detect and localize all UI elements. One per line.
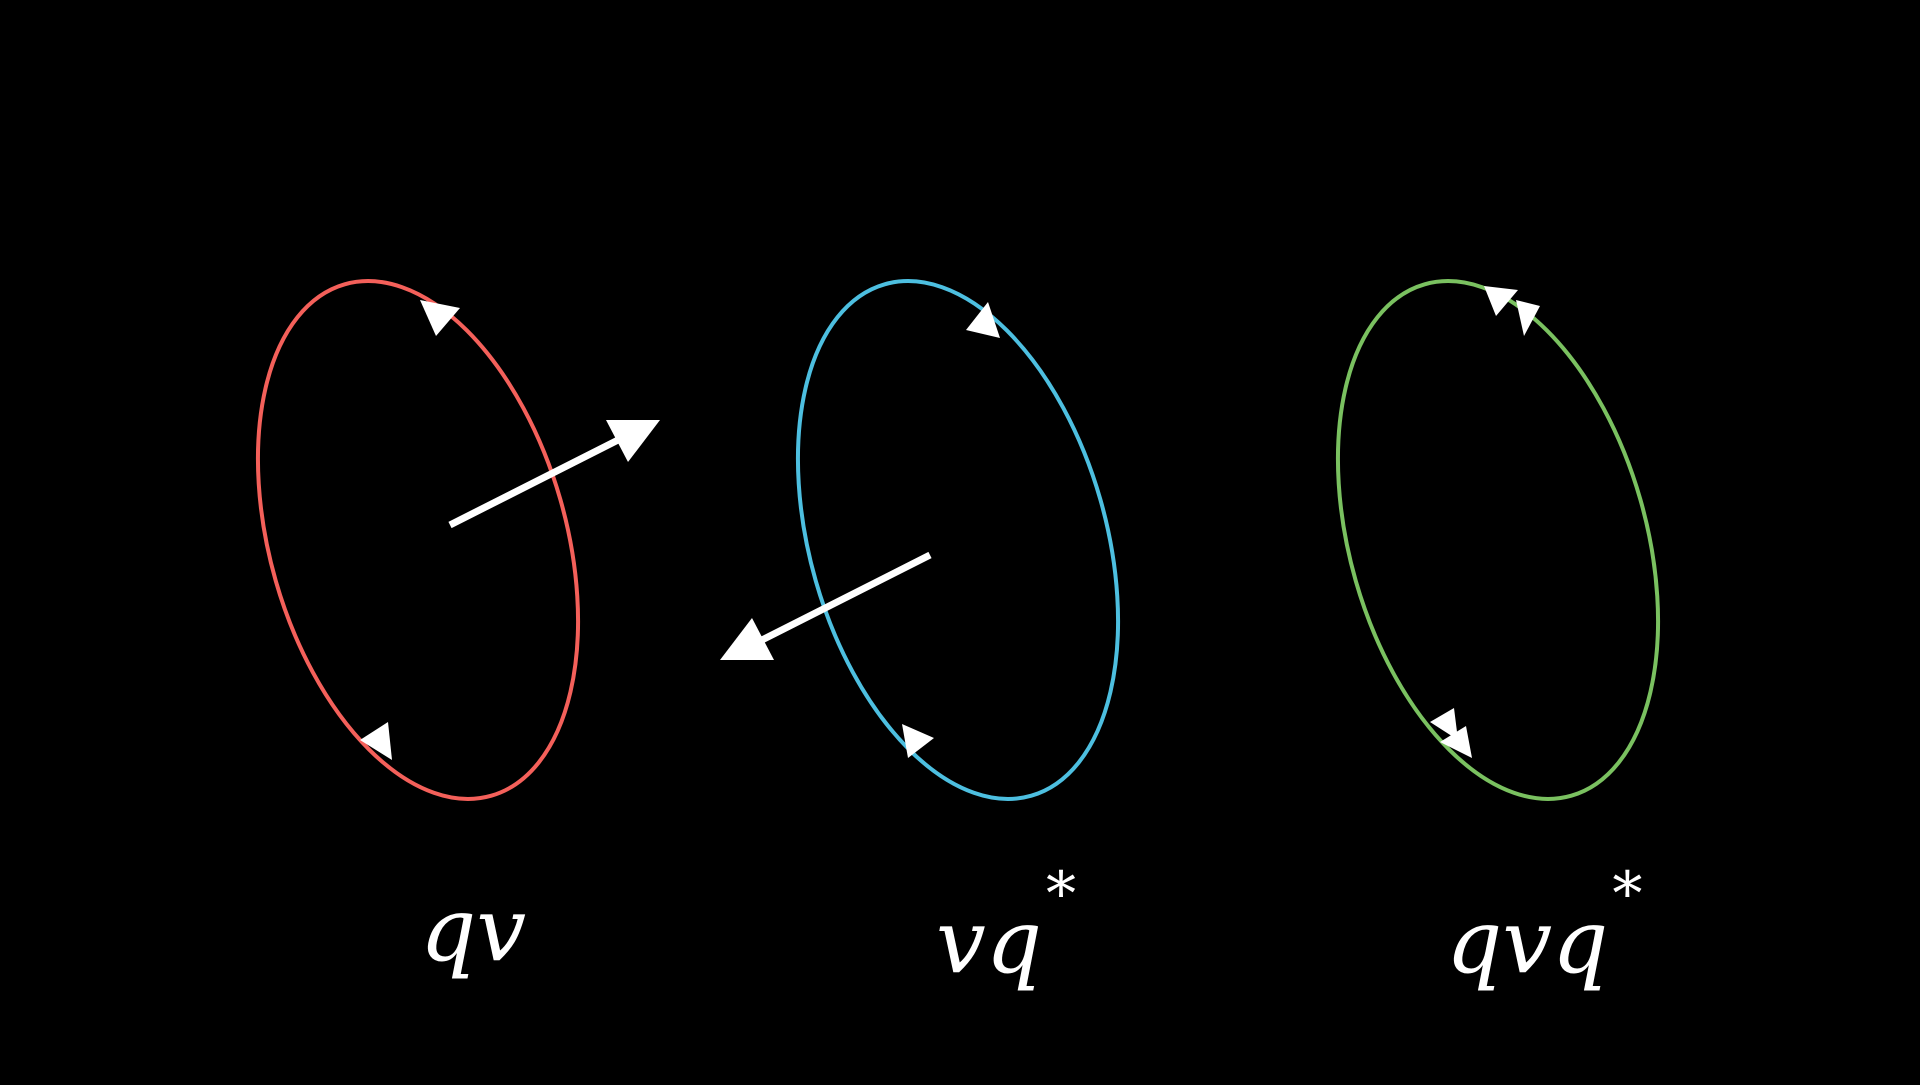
loop-qv xyxy=(255,279,581,801)
loop-arrowhead-qvq-star-top-2 xyxy=(1516,300,1540,336)
loop-arrowhead-qv-top xyxy=(420,300,460,336)
label-qv: qv xyxy=(420,878,526,981)
panel-qvq-star: qvq* xyxy=(1335,279,1661,993)
panel-vq-star: vq* xyxy=(720,279,1121,993)
vector-arrowhead-vq-star xyxy=(720,618,774,660)
loop-arrowhead-qv-bottom xyxy=(360,722,392,760)
vector-arrow-qv-shaft xyxy=(448,434,624,529)
loop-vq-star xyxy=(795,279,1121,801)
loop-qvq-star xyxy=(1335,279,1661,801)
label-qvq-star: qvq* xyxy=(1446,859,1642,993)
loop-arrowhead-qvq-star-bottom-2 xyxy=(1440,726,1472,758)
label-vq-star-superscript: * xyxy=(1046,859,1076,929)
label-qvq-star-base: qvq xyxy=(1446,890,1608,993)
loop-arrowhead-qvq-star-top-1 xyxy=(1484,286,1518,316)
label-qvq-star-superscript: * xyxy=(1612,859,1642,929)
label-vq-star: vq* xyxy=(936,859,1076,993)
loop-arrowhead-vq-star-top xyxy=(966,302,1000,338)
panel-qv: qv xyxy=(255,279,660,981)
vector-arrow-vq-star-shaft xyxy=(758,551,932,645)
vector-arrowhead-qv xyxy=(606,420,660,462)
loop-arrowhead-qvq-star-bottom-1 xyxy=(1430,708,1458,740)
label-vq-star-base: vq xyxy=(936,890,1042,993)
loop-arrowhead-vq-star-bottom xyxy=(902,724,934,758)
